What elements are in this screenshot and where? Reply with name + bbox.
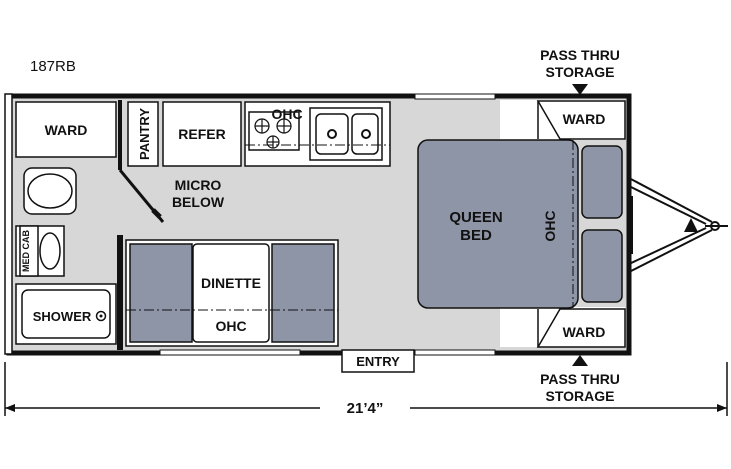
dinette-seat-right [271, 243, 335, 343]
dinette-ohc-label: OHC [215, 318, 246, 334]
queen-bed-label: QUEEN [449, 209, 502, 226]
dimension-line [4, 362, 728, 416]
window-bottom-1 [159, 349, 301, 356]
queen-bed [417, 139, 579, 309]
hitch [628, 177, 720, 273]
nightstand-top [581, 145, 623, 219]
drain-icon [361, 129, 371, 139]
length-dimension: 21’4” [347, 400, 384, 417]
micro-label: MICRO [175, 177, 222, 193]
med-cab-label: MED CAB [21, 230, 31, 272]
bed-ohc-label: OHC [542, 210, 558, 241]
refrigerator [162, 101, 242, 167]
drain-icon [327, 129, 337, 139]
micro-label-2: BELOW [172, 194, 225, 210]
wardrobes [536, 100, 626, 348]
arrow-down-icon [572, 84, 588, 95]
ward-top-right-label: WARD [563, 111, 606, 127]
model-number: 187RB [30, 58, 76, 75]
dinette [125, 239, 339, 347]
ward-left-cabinet [15, 101, 117, 158]
refer-label: REFER [178, 126, 225, 142]
pass-thru-top-label-2: STORAGE [546, 64, 615, 80]
pass-thru-bottom-label: PASS THRU [540, 371, 620, 387]
dinette-table [192, 243, 270, 343]
dinette-label: DINETTE [201, 275, 261, 291]
kitchen-ohc-label: OHC [271, 106, 302, 122]
pass-thru-top-label: PASS THRU [540, 47, 620, 63]
pantry-label: PANTRY [137, 108, 152, 160]
dinette-seat-left [129, 243, 193, 343]
entry-door [341, 349, 415, 373]
kitchen [127, 101, 391, 167]
jack-icon [684, 218, 698, 232]
entry-label: ENTRY [356, 354, 400, 369]
shower-label: SHOWER [33, 309, 92, 324]
window-top [414, 93, 496, 100]
window-bottom-2 [414, 349, 496, 356]
bathroom [15, 101, 117, 345]
arrowhead-left-icon [5, 404, 15, 412]
arrowhead-right-icon [717, 404, 727, 412]
pass-thru-bottom-label-2: STORAGE [546, 388, 615, 404]
burner-icons [254, 118, 292, 149]
pantry [127, 101, 159, 167]
rear-wall [4, 93, 13, 355]
queen-bed-label-2: BED [460, 227, 492, 244]
nightstand-bottom [581, 229, 623, 303]
shower-drain-icon [95, 310, 107, 322]
arrow-up-icon [572, 355, 588, 366]
ward-left-label: WARD [45, 122, 88, 138]
ward-bottom-right-label: WARD [563, 324, 606, 340]
